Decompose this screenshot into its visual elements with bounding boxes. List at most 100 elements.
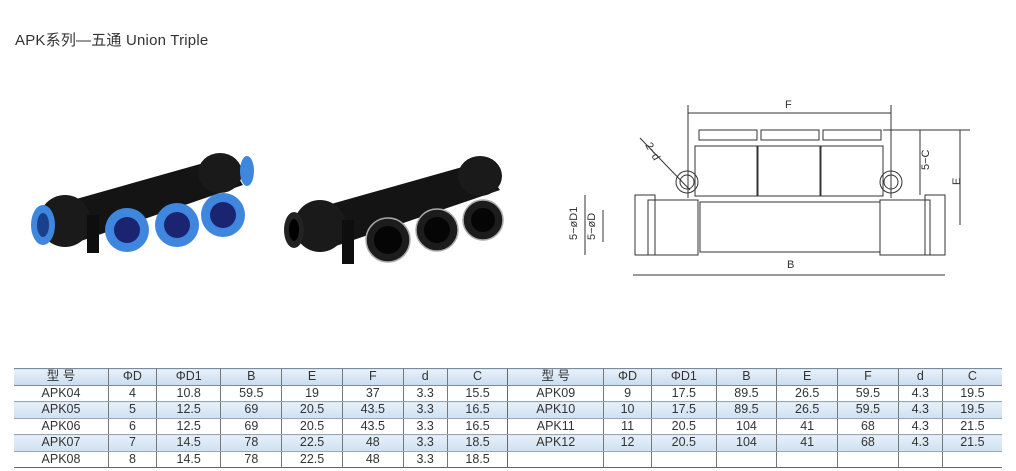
cell: 3.3	[402, 434, 448, 452]
col-B: B	[220, 368, 282, 386]
cell: 20.5	[651, 434, 717, 452]
blue-fitting-photo	[31, 153, 254, 253]
cell: 41	[776, 418, 838, 435]
dim-B: B	[787, 259, 794, 271]
cell: APK07	[14, 434, 109, 452]
cell: 43.5	[341, 418, 404, 435]
cell	[651, 451, 717, 468]
cell: 78	[220, 434, 282, 452]
cell: 18.5	[446, 451, 508, 468]
cell	[941, 451, 1002, 468]
cell: APK09	[507, 385, 604, 402]
cell: 22.5	[281, 451, 343, 468]
cell: 14.5	[155, 451, 221, 468]
col-model: 型 号	[507, 368, 604, 386]
cell: 11	[603, 418, 652, 435]
cell: 5	[107, 401, 157, 419]
col-E: E	[281, 368, 343, 386]
cell: 14.5	[155, 434, 221, 452]
col-d: d	[897, 368, 943, 386]
col-D: ΦD	[107, 368, 157, 386]
technical-drawing: F 5−C E 2−d 5−øD1 5−øD B	[568, 99, 970, 276]
col-D: ΦD	[603, 368, 652, 386]
cell: APK12	[507, 434, 604, 452]
cell: 22.5	[281, 434, 343, 452]
cell: 48	[341, 434, 404, 452]
outlet-ports	[105, 193, 245, 252]
cell: 59.5	[220, 385, 282, 402]
cell: 41	[776, 434, 838, 452]
cell: 68	[837, 418, 899, 435]
cell: 4.3	[897, 401, 943, 419]
col-B: B	[715, 368, 777, 386]
cell	[897, 451, 943, 468]
cell: 16.5	[446, 418, 508, 435]
dim-F: F	[785, 99, 792, 111]
cell: 21.5	[941, 418, 1002, 435]
col-d: d	[402, 368, 448, 386]
cell: 20.5	[281, 418, 343, 435]
cell: 6	[107, 418, 157, 435]
cell: 59.5	[837, 401, 899, 419]
page-title: APK系列—五通 Union Triple	[15, 32, 209, 49]
outlet-fittings	[694, 129, 884, 197]
cell: 69	[220, 401, 282, 419]
cell: 104	[715, 434, 777, 452]
cell: 48	[341, 451, 404, 468]
cell: 16.5	[446, 401, 508, 419]
cell: 69	[220, 418, 282, 435]
cell: 3.3	[402, 451, 448, 468]
cell: 4	[107, 385, 157, 402]
cell: 19.5	[941, 385, 1002, 402]
col-model: 型 号	[14, 368, 109, 386]
col-F: F	[341, 368, 404, 386]
cell: APK04	[14, 385, 109, 402]
cell: 20.5	[651, 418, 717, 435]
cell: 26.5	[776, 401, 838, 419]
cell: 3.3	[402, 401, 448, 419]
cell: 17.5	[651, 385, 717, 402]
black-fitting-photo	[284, 156, 504, 264]
cell	[837, 451, 899, 468]
cell: 12	[603, 434, 652, 452]
cell: 89.5	[715, 385, 777, 402]
table-header-row: 型 号 ΦD ΦD1 B E F d C 型 号 ΦD ΦD1 B E F d …	[14, 368, 1002, 386]
cell: 4.3	[897, 434, 943, 452]
cell: 10.8	[155, 385, 221, 402]
cell: 15.5	[446, 385, 508, 402]
cell: 78	[220, 451, 282, 468]
col-D1: ΦD1	[651, 368, 717, 386]
cell: 17.5	[651, 401, 717, 419]
cell	[715, 451, 777, 468]
cell: 19.5	[941, 401, 1002, 419]
cell: 21.5	[941, 434, 1002, 452]
cell: 3.3	[402, 418, 448, 435]
cell: 4.3	[897, 418, 943, 435]
cell: 89.5	[715, 401, 777, 419]
cell: 18.5	[446, 434, 508, 452]
spec-table: 型 号 ΦD ΦD1 B E F d C 型 号 ΦD ΦD1 B E F d …	[14, 368, 1002, 468]
col-F: F	[837, 368, 899, 386]
dim-D: 5−øD	[586, 213, 598, 240]
col-C: C	[941, 368, 1002, 386]
col-D1: ΦD1	[155, 368, 221, 386]
cell: 104	[715, 418, 777, 435]
cell: 68	[837, 434, 899, 452]
cell: 20.5	[281, 401, 343, 419]
cell: 3.3	[402, 385, 448, 402]
cell: APK11	[507, 418, 604, 435]
cell: 4.3	[897, 385, 943, 402]
cell: 26.5	[776, 385, 838, 402]
cell: 37	[341, 385, 404, 402]
dim-C: 5−C	[920, 149, 932, 170]
cell: 19	[281, 385, 343, 402]
cell	[507, 451, 604, 468]
cell: 8	[107, 451, 157, 468]
dim-d: 2−d	[642, 141, 662, 163]
cell: 12.5	[155, 418, 221, 435]
